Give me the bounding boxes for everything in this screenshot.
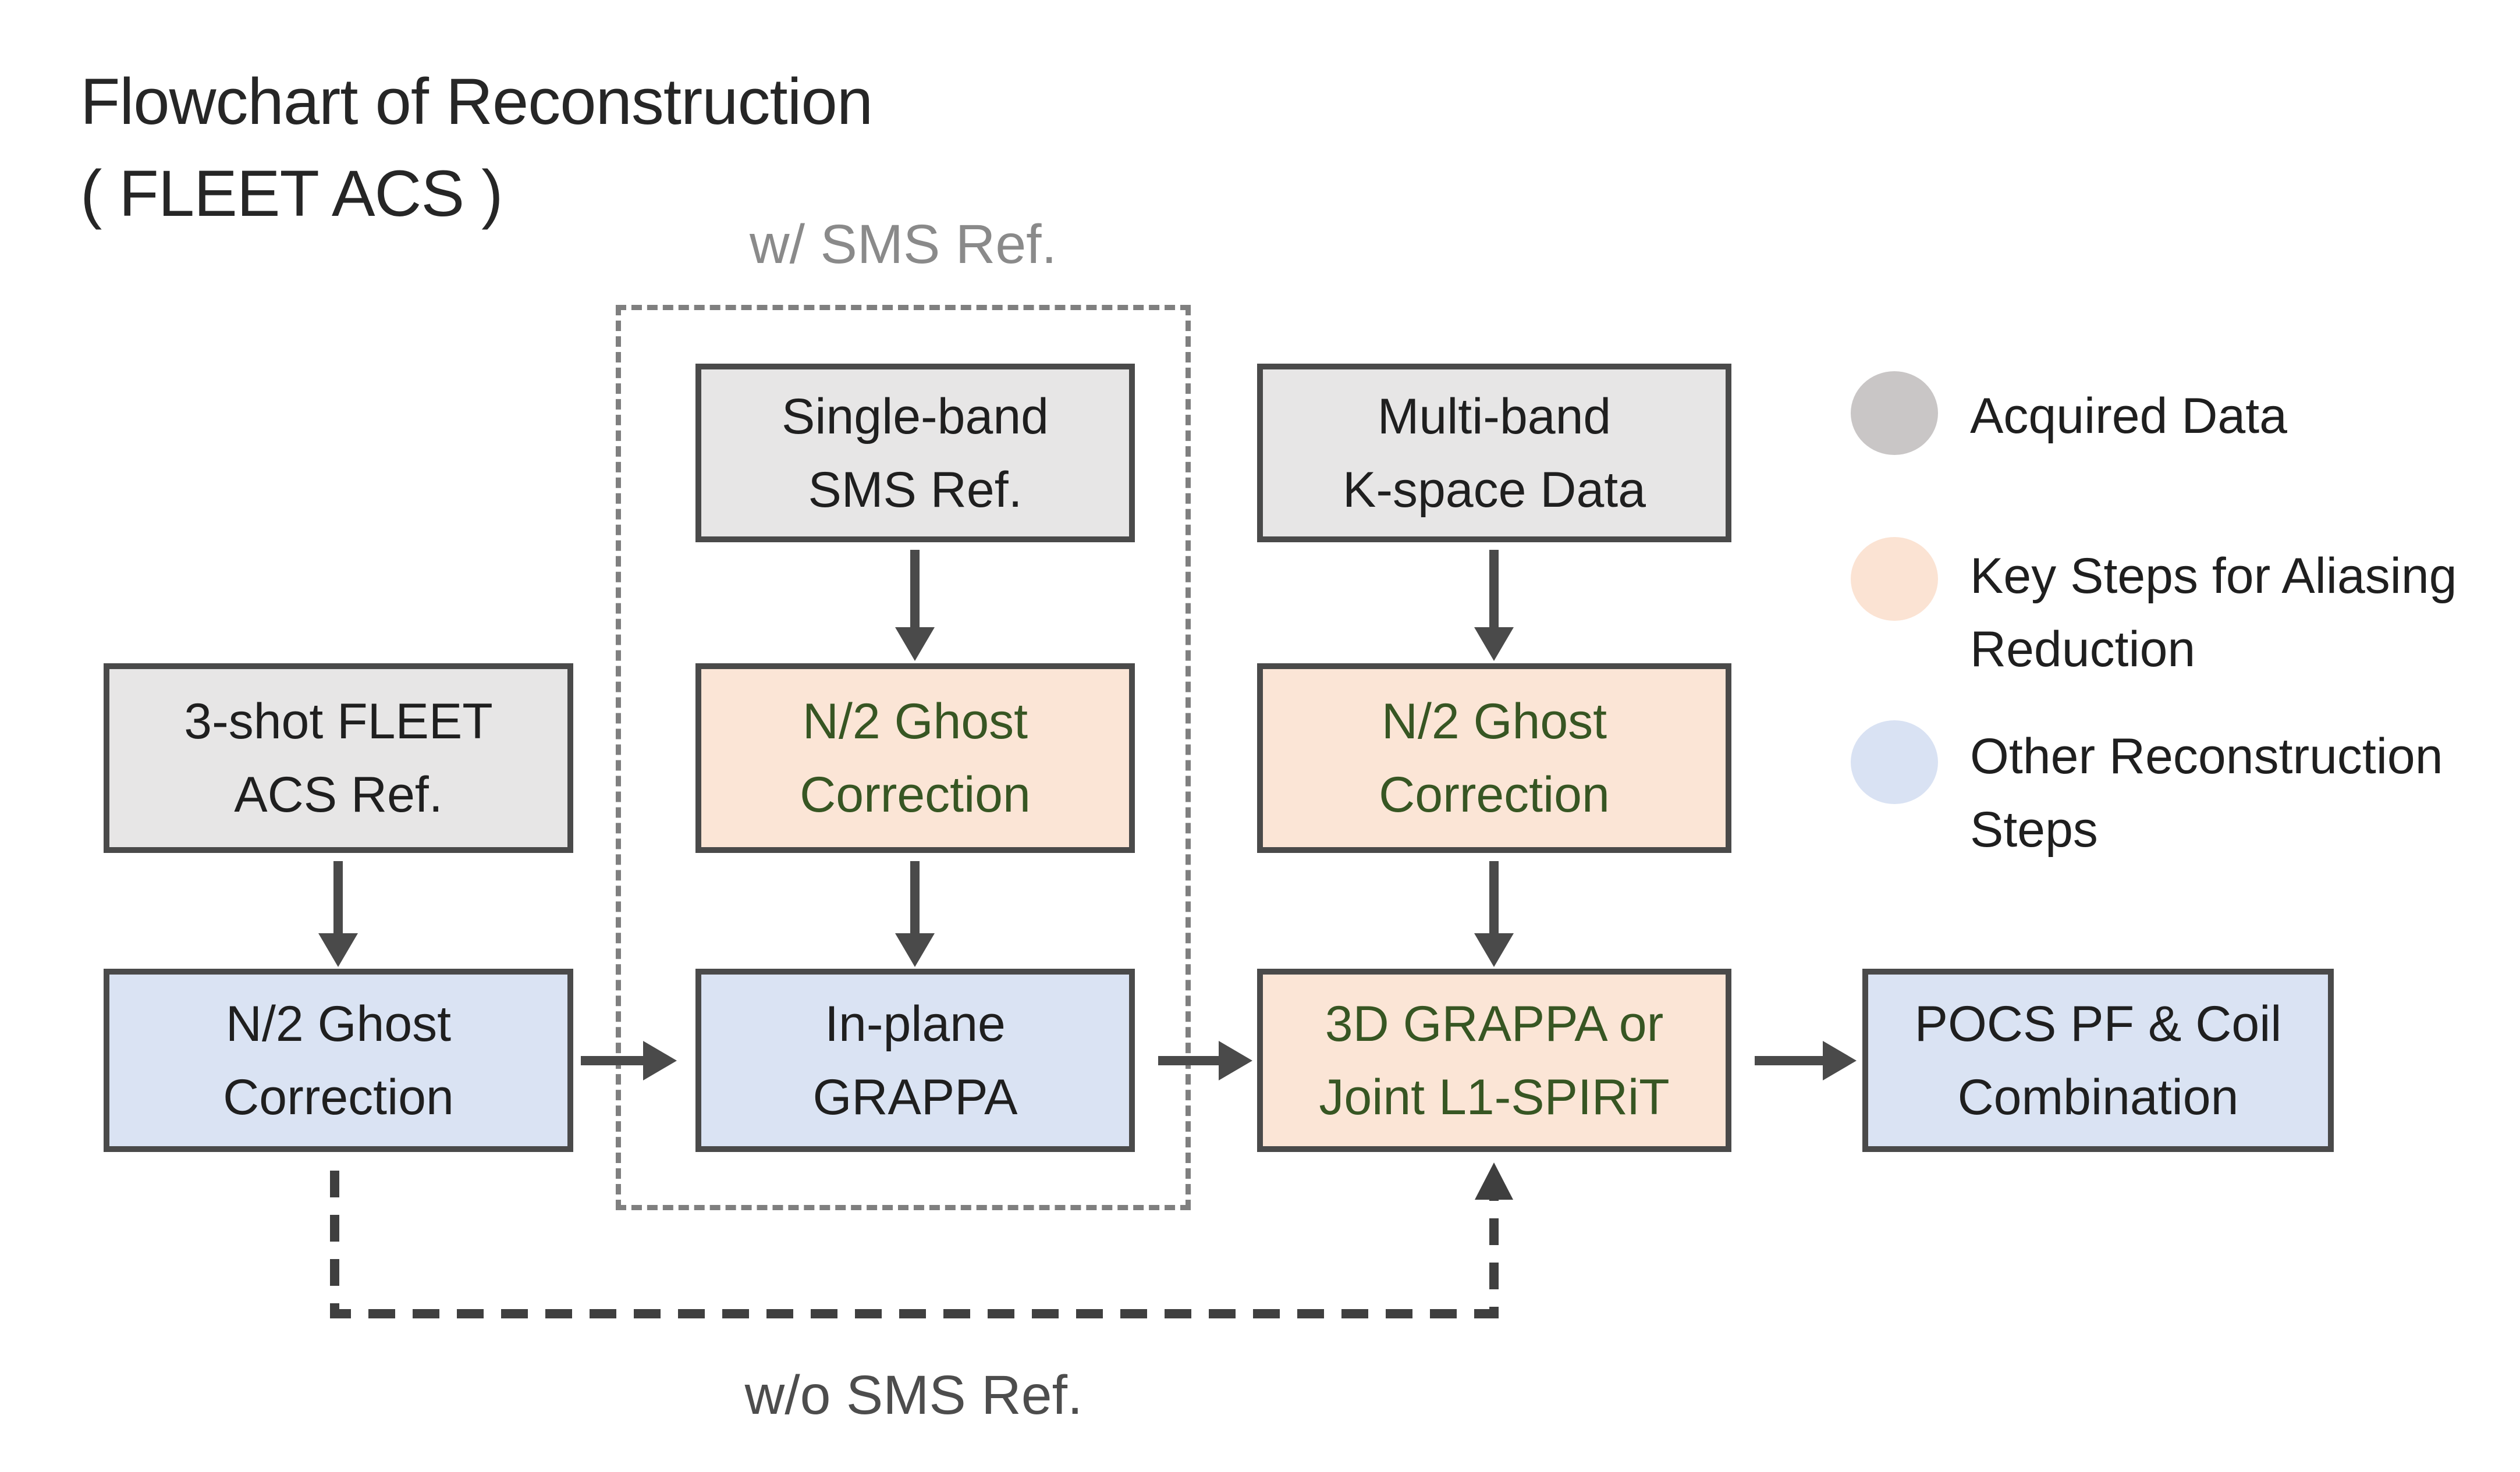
without-sms-label: w/o SMS Ref. bbox=[744, 1364, 1083, 1426]
node-line: Single-band bbox=[781, 388, 1049, 445]
node-line: N/2 Ghost bbox=[225, 995, 452, 1052]
node-line: 3-shot FLEET bbox=[184, 694, 493, 749]
node-line: 3D GRAPPA or bbox=[1325, 995, 1664, 1052]
arrow-ghost-mb-to-3d-grappa bbox=[1474, 861, 1514, 967]
legend-swatch-other-steps bbox=[1851, 720, 1938, 804]
node-line: Joint L1-SPIRiT bbox=[1319, 1069, 1670, 1125]
legend-swatch-acquired-data bbox=[1851, 371, 1938, 455]
arrow-multi-band-to-ghost-mb bbox=[1474, 550, 1514, 661]
node-single-band-sms-ref: Single-band SMS Ref. bbox=[695, 364, 1135, 542]
node-line: N/2 Ghost bbox=[802, 694, 1028, 749]
node-line: ACS Ref. bbox=[234, 767, 443, 823]
legend-swatch-key-steps bbox=[1851, 537, 1938, 621]
node-line: Multi-band bbox=[1377, 388, 1612, 445]
page-title-line1: Flowchart of Reconstruction bbox=[80, 65, 873, 138]
node-line: N/2 Ghost bbox=[1381, 694, 1607, 749]
node-line: In-plane bbox=[825, 995, 1006, 1052]
node-line: Combination bbox=[1957, 1069, 2239, 1125]
node-3d-grappa-or-joint-l1-spirit: 3D GRAPPA or Joint L1-SPIRiT bbox=[1257, 969, 1731, 1152]
node-3shot-fleet-acs-ref: 3-shot FLEET ACS Ref. bbox=[104, 663, 573, 853]
node-n2-ghost-correction-sms: N/2 Ghost Correction bbox=[695, 663, 1135, 853]
node-line: Correction bbox=[223, 1069, 454, 1125]
node-line: POCS PF & Coil bbox=[1914, 995, 2282, 1052]
legend-label-acquired-data: Acquired Data bbox=[1970, 388, 2287, 444]
node-n2-ghost-correction-multiband: N/2 Ghost Correction bbox=[1257, 663, 1731, 853]
arrow-fleet-acs-to-ghost-fleet bbox=[318, 861, 358, 967]
legend-label-key-steps: Key Steps for Aliasing Reduction bbox=[1970, 548, 2457, 677]
node-line: GRAPPA bbox=[812, 1069, 1018, 1125]
node-inplane-grappa: In-plane GRAPPA bbox=[695, 969, 1135, 1152]
node-line: Correction bbox=[1379, 767, 1610, 823]
node-n2-ghost-correction-fleet: N/2 Ghost Correction bbox=[104, 969, 573, 1152]
with-sms-label: w/ SMS Ref. bbox=[750, 214, 1057, 275]
page-title: Flowchart of Reconstruction ( FLEET ACS … bbox=[80, 56, 873, 240]
legend-label-other-steps: Other Reconstruction Steps bbox=[1970, 728, 2443, 858]
arrow-3d-grappa-to-pocs bbox=[1755, 1041, 1857, 1080]
page-title-line2: ( FLEET ACS ) bbox=[80, 157, 503, 230]
node-line: SMS Ref. bbox=[808, 461, 1023, 518]
node-pocs-pf-coil-combination: POCS PF & Coil Combination bbox=[1862, 969, 2334, 1152]
node-multi-band-kspace-data: Multi-band K-space Data bbox=[1257, 364, 1731, 542]
node-line: Correction bbox=[800, 767, 1031, 823]
node-line: K-space Data bbox=[1342, 461, 1646, 518]
